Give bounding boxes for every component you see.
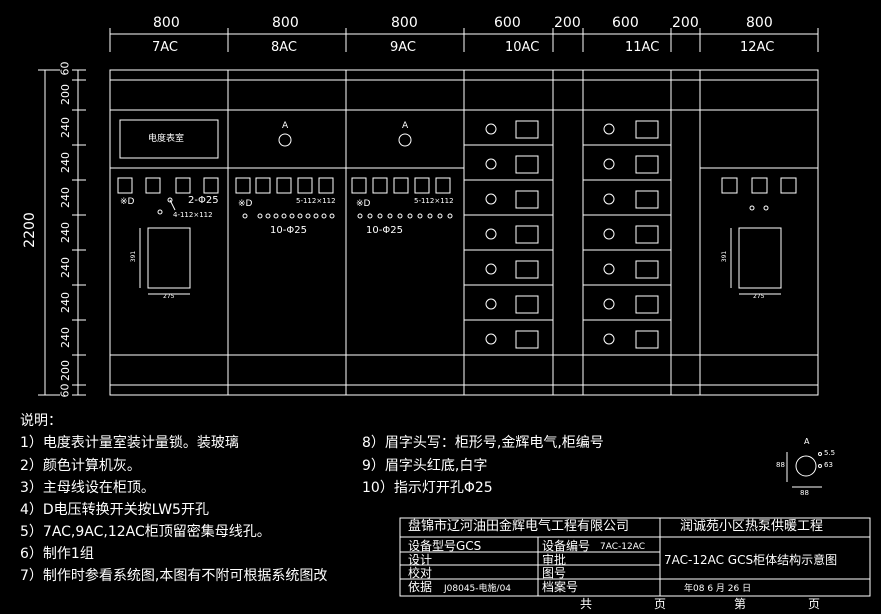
cabinet-10ac [485, 120, 539, 349]
note-8: 8）眉字头写：柜形号,金辉电气,柜编号 [362, 435, 604, 451]
label-11ac: 11AC [625, 40, 660, 55]
cabinet-11ac [603, 120, 659, 349]
dim-h-9: 240 [59, 327, 72, 348]
cabinet-8ac [235, 133, 335, 219]
cutout-width-7ac: 275 [163, 293, 175, 300]
cutout-height-12ac: 391 [721, 250, 729, 263]
dim-top-2: 800 [272, 15, 299, 31]
switch-label-8ac: ※D [238, 199, 253, 209]
note-1: 1）电度表计量室装计量锁。装玻璃 [20, 435, 239, 451]
hole-5-label-8ac: 5-112×112 [296, 197, 336, 205]
left-dimension [38, 69, 86, 396]
dim-h-7: 240 [59, 257, 72, 278]
dim-h-5: 240 [59, 187, 72, 208]
detail-88b: 88 [800, 489, 809, 497]
label-8ac: 8AC [271, 40, 298, 55]
label-9ac: 9AC [390, 40, 417, 55]
dim-h-8: 240 [59, 292, 72, 313]
dim-top-7: 200 [672, 15, 699, 31]
dim-top-4: 600 [494, 15, 521, 31]
ammeter-label-9ac: A [402, 121, 409, 131]
dim-h-1: 60 [58, 61, 72, 76]
tb-archive: 档案号 [542, 580, 579, 594]
note-6: 6）制作1组 [20, 546, 94, 562]
tb-number-label: 设备编号 [542, 539, 591, 553]
ammeter-label-8ac: A [282, 121, 289, 131]
tb-basis: 依据 [408, 580, 433, 594]
tb-check: 校对 [408, 566, 433, 580]
label-10ac: 10AC [505, 40, 540, 55]
hole-4-label: 4-112×112 [173, 211, 213, 219]
note-9: 9）眉字头红底,白字 [362, 458, 488, 474]
tb-model: 设备型号GCS [408, 539, 482, 553]
tb-basis-value: J08045-电施/04 [444, 584, 512, 594]
tb-number-value: 7AC-12AC [600, 542, 645, 552]
cabinet-7ac [117, 119, 219, 295]
detail-a: A [804, 437, 810, 446]
dim-h-2: 200 [59, 84, 72, 105]
switch-label-9ac: ※D [356, 199, 371, 209]
dim-h-10: 200 [59, 360, 72, 381]
title-block-frame [399, 517, 871, 597]
hole-10-label-8ac: 10-Φ25 [270, 225, 307, 236]
tb-design: 设计 [408, 553, 433, 567]
dim-top-3: 800 [391, 15, 418, 31]
tb-total: 共 [580, 597, 593, 611]
detail-88: 88 [776, 461, 785, 469]
tb-date: 年08 6 月 26 日 [684, 584, 752, 594]
dim-top-6: 600 [612, 15, 639, 31]
detail-55: 5.5 [824, 449, 836, 457]
dim-top-1: 800 [153, 15, 180, 31]
note-4: 4）D电压转换开关按LW5开孔 [20, 502, 209, 518]
label-7ac: 7AC [152, 40, 179, 55]
drawer-rows [464, 144, 671, 321]
cabinet-frame [109, 69, 819, 396]
top-dimension [109, 28, 819, 52]
tb-sheet: 第 [734, 597, 747, 611]
tb-page: 页 [654, 597, 667, 611]
notes-title: 说明： [20, 413, 62, 429]
tb-page2: 页 [808, 597, 821, 611]
cutout-height-7ac: 391 [130, 250, 138, 263]
tb-project: 润诚苑小区热泵供暖工程 [680, 519, 824, 534]
note-10: 10）指示灯开孔Φ25 [362, 480, 493, 496]
note-2: 2）颜色计算机灰。 [20, 458, 141, 474]
dim-h-4: 240 [59, 152, 72, 173]
detail-symbol [786, 452, 822, 488]
hole-2-label: 2-Φ25 [188, 195, 219, 206]
tb-approve: 审批 [542, 553, 567, 567]
dim-h-11: 60 [58, 383, 72, 398]
dim-top-8: 800 [746, 15, 773, 31]
note-5: 5）7AC,9AC,12AC柜顶留密集母线孔。 [20, 524, 271, 540]
hole-10-label-9ac: 10-Φ25 [366, 225, 403, 236]
note-7: 7）制作时参看系统图,本图有不附可根据系统图改 [20, 568, 328, 584]
switch-label-7ac: ※D [120, 197, 135, 207]
meter-room-label: 电度表室 [148, 134, 185, 144]
dim-total-height: 2200 [21, 212, 38, 248]
tb-company: 盘锦市辽河油田金辉电气工程有限公司 [408, 519, 630, 534]
cutout-width-12ac: 275 [753, 293, 765, 300]
label-12ac: 12AC [740, 40, 775, 55]
cabinet-9ac [351, 133, 453, 219]
detail-63: 63 [824, 461, 833, 469]
dim-top-5: 200 [554, 15, 581, 31]
hole-5-label-9ac: 5-112×112 [414, 197, 454, 205]
dim-h-3: 240 [59, 117, 72, 138]
tb-drawing-title: 7AC-12AC GCS柜体结构示意图 [664, 553, 838, 567]
tb-drawing-no: 图号 [542, 566, 567, 580]
cabinet-12ac [721, 177, 797, 295]
dim-h-6: 240 [59, 222, 72, 243]
note-3: 3）主母线设在柜顶。 [20, 480, 155, 496]
